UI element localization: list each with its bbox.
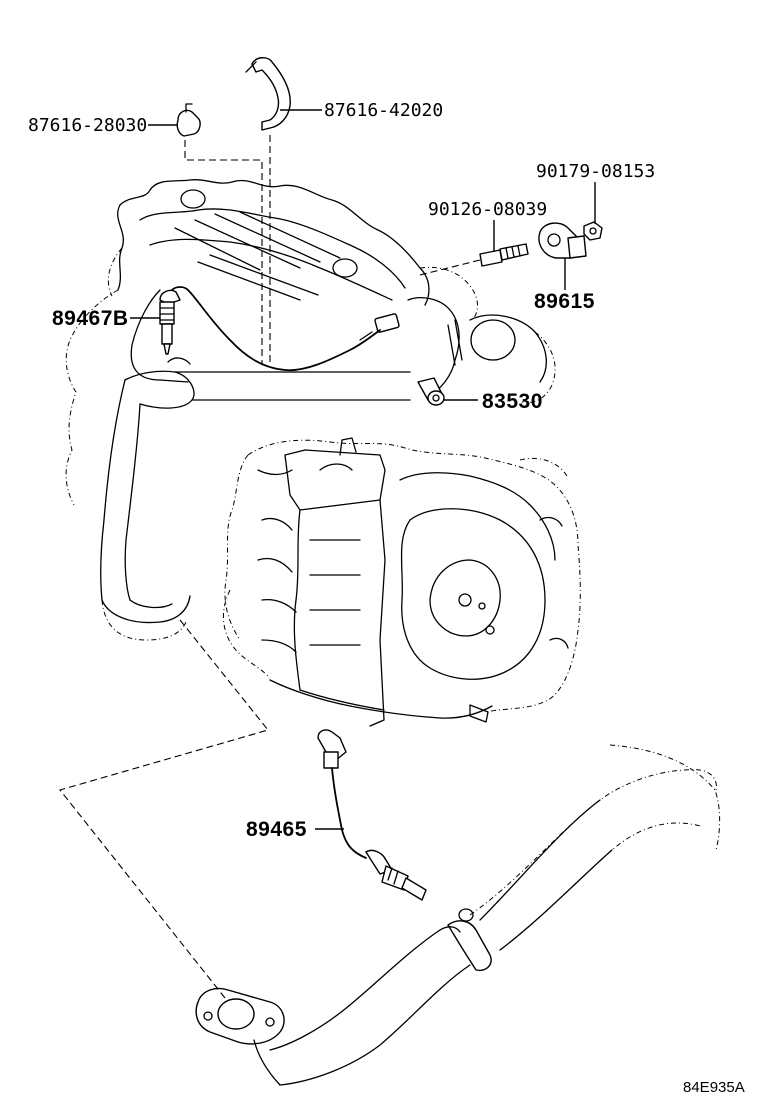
clamp-87616-28030: [176, 103, 201, 137]
bracket-87616-42020: [245, 57, 291, 131]
label-87616-28030: 87616-28030: [28, 115, 147, 136]
nut-90179-08153: [583, 221, 603, 241]
engine-block: [65, 179, 556, 641]
exhaust-pipe: [195, 744, 721, 1086]
sensor-89465: [317, 729, 427, 901]
figure-id: 84E935A: [683, 1079, 745, 1096]
label-83530: 83530: [482, 390, 543, 413]
label-90126-08039: 90126-08039: [428, 199, 547, 220]
stud-90126-08039: [479, 243, 529, 267]
leader-lines: [130, 109, 596, 830]
label-89465: 89465: [246, 818, 307, 841]
pressure-switch-83530: [417, 377, 445, 406]
transaxle-block: [223, 437, 581, 727]
label-89467b: 89467B: [52, 307, 129, 330]
label-87616-42020: 87616-42020: [324, 100, 443, 121]
sensor-89467b: [159, 286, 381, 372]
label-90179-08153: 90179-08153: [536, 161, 655, 182]
label-89615: 89615: [534, 290, 595, 313]
knock-sensor-89615: [538, 222, 587, 259]
reference-lines: [59, 135, 481, 999]
